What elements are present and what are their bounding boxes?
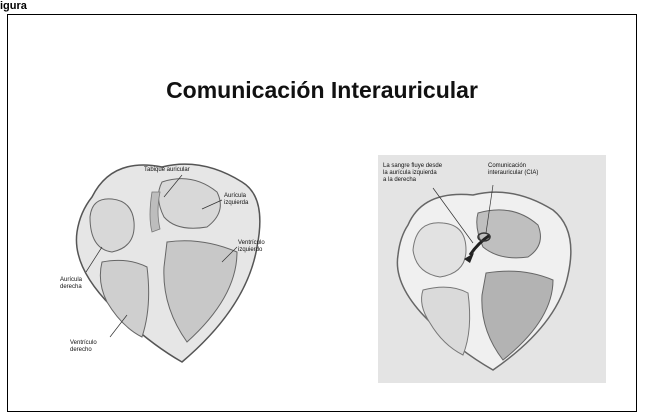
normal-heart-illustration: Tabique auricular Aurícula izquierda Ven… [52, 137, 302, 387]
slide-title: Comunicación Interauricular [8, 77, 636, 104]
right-ventricle-shape [100, 260, 148, 337]
right-ventricle-shape-asd [422, 287, 470, 355]
label-right-ventricle: Ventrículo derecho [70, 340, 97, 354]
label-defect: Comunicación interauricular (CIA) [488, 163, 538, 177]
label-left-ventricle: Ventrículo izquierdo [238, 240, 265, 254]
label-septum: Tabique auricular [144, 167, 190, 174]
right-atrium-shape [90, 199, 134, 252]
label-flow: La sangre fluye desde la aurícula izquie… [383, 163, 442, 184]
label-left-atrium: Aurícula izquierda [224, 193, 248, 207]
asd-heart-drawing [378, 155, 606, 383]
label-right-atrium: Aurícula derecha [60, 277, 82, 291]
asd-heart-illustration: La sangre fluye desde la aurícula izquie… [378, 155, 606, 383]
figure-caption: igura [0, 0, 27, 12]
slide: Comunicación Interauricular Tabique auri… [7, 14, 637, 412]
